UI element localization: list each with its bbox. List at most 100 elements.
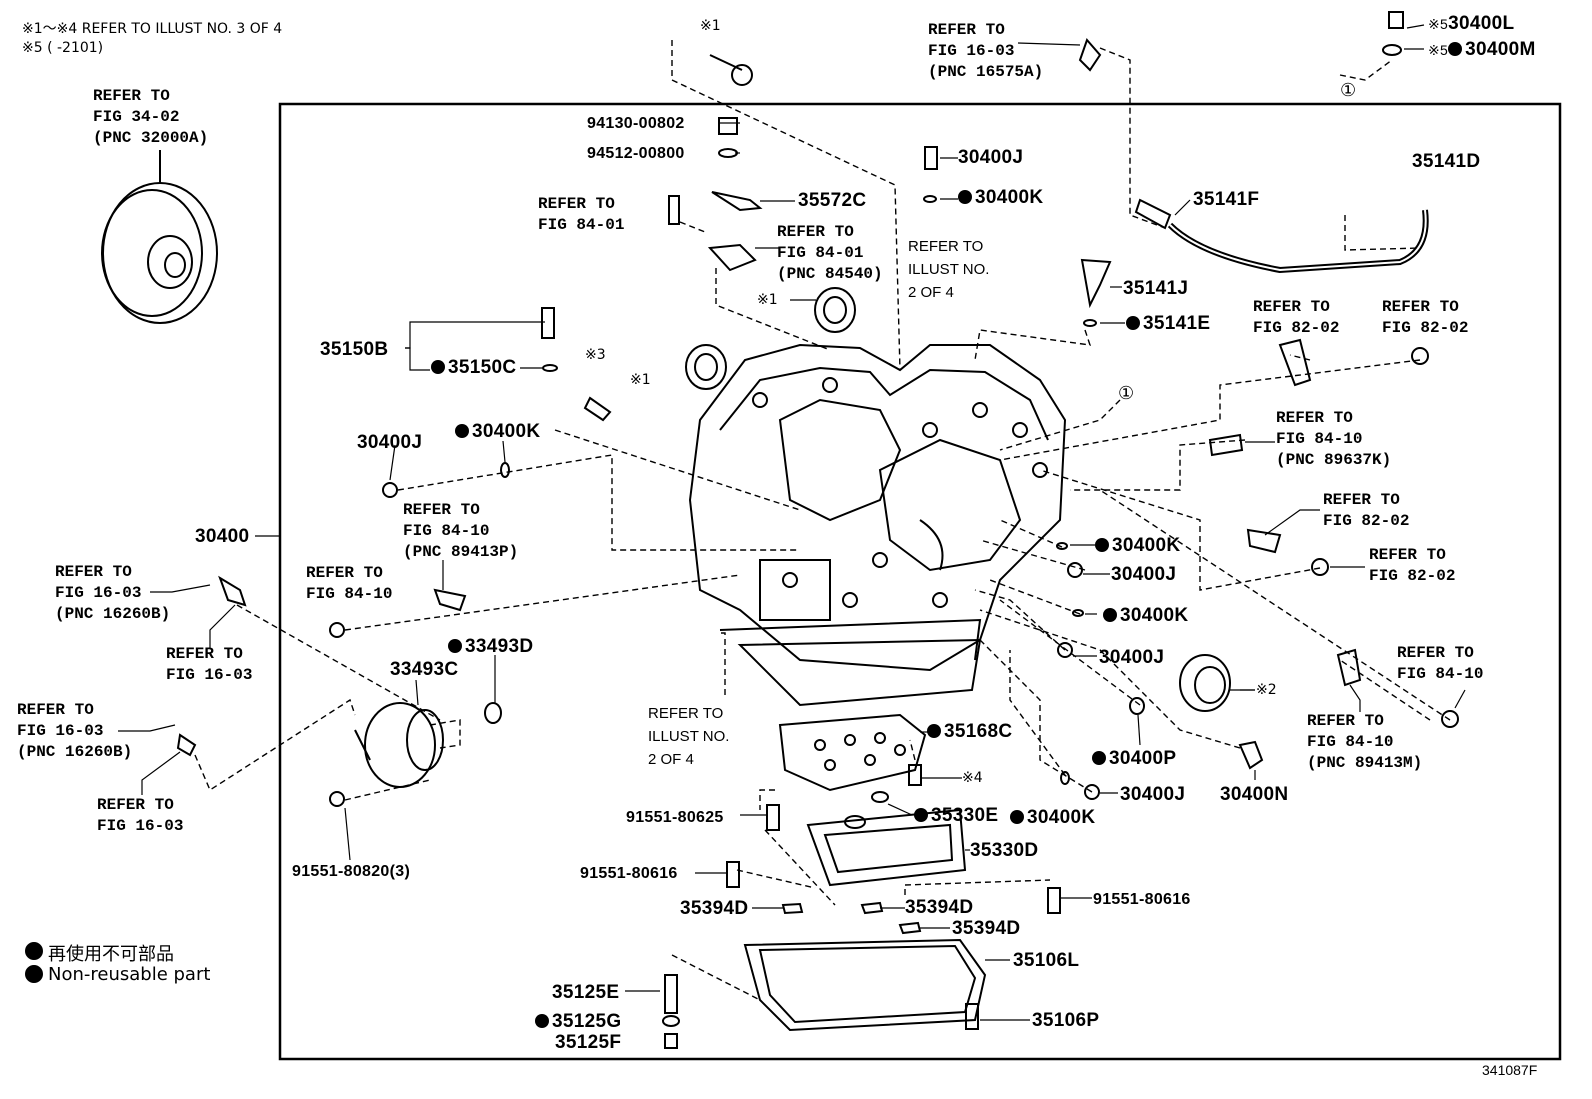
part-30400p: 30400P [1092, 749, 1176, 768]
part-35106l: 35106L [1013, 950, 1080, 971]
part-35141e: 35141E [1126, 314, 1210, 333]
part-94512-00800: 94512-00800 [587, 145, 685, 162]
non-reusable-dot [1092, 751, 1106, 765]
refer-fig-84-10-89637k: REFER TO FIG 84-10 (PNC 89637K) [1276, 409, 1392, 469]
bolts-and-washers-part [176, 11, 1459, 1049]
non-reusable-dot [958, 190, 972, 204]
diagram-frame [278, 102, 1562, 1061]
part-35141d: 35141D [1412, 151, 1481, 172]
note-line-2: ※5 ( -2101) [22, 40, 104, 56]
part-35141f: 35141F [1193, 189, 1260, 210]
refer-fig-84-01-84540: REFER TO FIG 84-01 (PNC 84540) [777, 223, 883, 283]
part-91551-80820: 91551-80820(3) [292, 863, 411, 880]
part-35150c: 35150C [431, 358, 516, 377]
oil-strainer-part [806, 808, 967, 887]
circle-1-top: ① [1340, 80, 1357, 101]
part-30400k-top: 30400K [958, 188, 1043, 207]
part-30400j-r2: 30400J [1099, 647, 1165, 668]
part-30400j-top: 30400J [958, 147, 1024, 168]
marker-2: ※2 [1256, 682, 1277, 698]
marker-3: ※3 [585, 347, 606, 363]
part-30400n: 30400N [1220, 784, 1289, 805]
refer-fig-84-01-a: REFER TO FIG 84-01 [538, 195, 625, 234]
non-reusable-dot [1103, 608, 1117, 622]
refer-illust-2-of-4-mid: REFER TO ILLUST NO. 2 OF 4 [648, 705, 730, 768]
part-35572c: 35572C [798, 190, 867, 211]
marker-5a: ※5 [1428, 16, 1449, 32]
part-35330e: 35330E [914, 806, 998, 825]
part-94130-00802: 94130-00802 [587, 115, 685, 132]
legend-dot-jp [25, 942, 43, 960]
marker-1-top: ※1 [700, 18, 721, 34]
transaxle-case-part [688, 343, 1067, 672]
refer-fig-16-03-a: REFER TO FIG 16-03 [166, 645, 253, 684]
marker-1-seal2: ※1 [630, 372, 651, 388]
oil-pan-part [743, 938, 987, 1032]
refer-fig-82-02-d: REFER TO FIG 82-02 [1369, 546, 1456, 585]
part-30400j-r1: 30400J [1111, 564, 1177, 585]
refer-fig-16-03-16260b-a: REFER TO FIG 16-03 (PNC 16260B) [55, 563, 171, 623]
part-30400j-left: 30400J [357, 432, 423, 453]
figure-number: 341087F [1482, 1062, 1538, 1078]
part-30400: 30400 [195, 526, 250, 547]
legend-dot-en [25, 965, 43, 983]
refer-fig-16-03-16260b-b: REFER TO FIG 16-03 (PNC 16260B) [17, 701, 133, 761]
non-reusable-dot [535, 1014, 549, 1028]
refer-fig-82-02-b: REFER TO FIG 82-02 [1382, 298, 1469, 337]
oil-seal-part [685, 287, 1231, 712]
part-35125g: 35125G [535, 1012, 621, 1031]
refer-fig-82-02-c: REFER TO FIG 82-02 [1323, 491, 1410, 530]
note-line-1: ※1～※4 REFER TO ILLUST NO. 3 OF 4 [22, 21, 283, 37]
circle-1-engine: ① [1118, 383, 1135, 404]
non-reusable-dot [1095, 538, 1109, 552]
non-reusable-dot [1010, 810, 1024, 824]
part-35394d-c: 35394D [952, 918, 1021, 939]
part-91551-80616-a: 91551-80616 [580, 865, 678, 882]
marker-4: ※4 [962, 770, 983, 786]
refer-fig-84-10-89413m: REFER TO FIG 84-10 (PNC 89413M) [1307, 712, 1423, 772]
refer-fig-34-02: REFER TO FIG 34-02 (PNC 32000A) [93, 87, 209, 147]
marker-5b: ※5 [1428, 42, 1449, 58]
refer-fig-16-03-16575a: REFER TO FIG 16-03 (PNC 16575A) [928, 21, 1044, 81]
non-reusable-dot [927, 724, 941, 738]
part-33493d: 33493D [448, 637, 533, 656]
part-35150b: 35150B [320, 339, 389, 360]
part-35141j: 35141J [1123, 278, 1189, 299]
leader-lines [118, 24, 1466, 1021]
part-30400k-bottom: 30400K [1010, 808, 1095, 827]
part-30400k-r1: 30400K [1095, 536, 1180, 555]
part-35106p: 35106P [1032, 1010, 1100, 1031]
part-35125f: 35125F [555, 1032, 622, 1053]
non-reusable-dot [455, 424, 469, 438]
part-91551-80616-b: 91551-80616 [1093, 891, 1191, 908]
refer-fig-84-10-89413p: REFER TO FIG 84-10 (PNC 89413P) [403, 501, 519, 561]
part-30400l: ※530400L [1428, 13, 1515, 34]
non-reusable-dot [1126, 316, 1140, 330]
non-reusable-dot [914, 808, 928, 822]
part-30400k-r2: 30400K [1103, 606, 1188, 625]
part-30400j-r3: 30400J [1120, 784, 1186, 805]
dashed-connection-lines [194, 40, 1451, 1031]
part-33493c: 33493C [390, 659, 459, 680]
part-91551-80625: 91551-80625 [626, 809, 724, 826]
legend-text-en: Non-reusable part [48, 964, 211, 985]
part-35125e: 35125E [552, 982, 620, 1003]
refer-illust-2-of-4-top: REFER TO ILLUST NO. 2 OF 4 [908, 238, 990, 301]
gasket-35168c-part [737, 638, 982, 707]
part-30400k-left: 30400K [455, 422, 540, 441]
part-35394d-a: 35394D [680, 898, 749, 919]
non-reusable-dot [448, 639, 462, 653]
refer-fig-84-10-b: REFER TO FIG 84-10 [1397, 644, 1484, 683]
torque-converter-part [101, 150, 218, 324]
marker-1-seal: ※1 [757, 292, 778, 308]
refer-fig-82-02-a: REFER TO FIG 82-02 [1253, 298, 1340, 337]
oil-cooler-part [354, 702, 444, 788]
oil-cooler-pipe-part [1167, 209, 1429, 274]
legend-text-jp: 再使用不可部品 [48, 944, 174, 965]
part-35330d: 35330D [970, 840, 1039, 861]
refer-fig-84-10-a: REFER TO FIG 84-10 [306, 564, 393, 603]
valve-body-part [778, 713, 927, 792]
part-35394d-b: 35394D [905, 897, 974, 918]
